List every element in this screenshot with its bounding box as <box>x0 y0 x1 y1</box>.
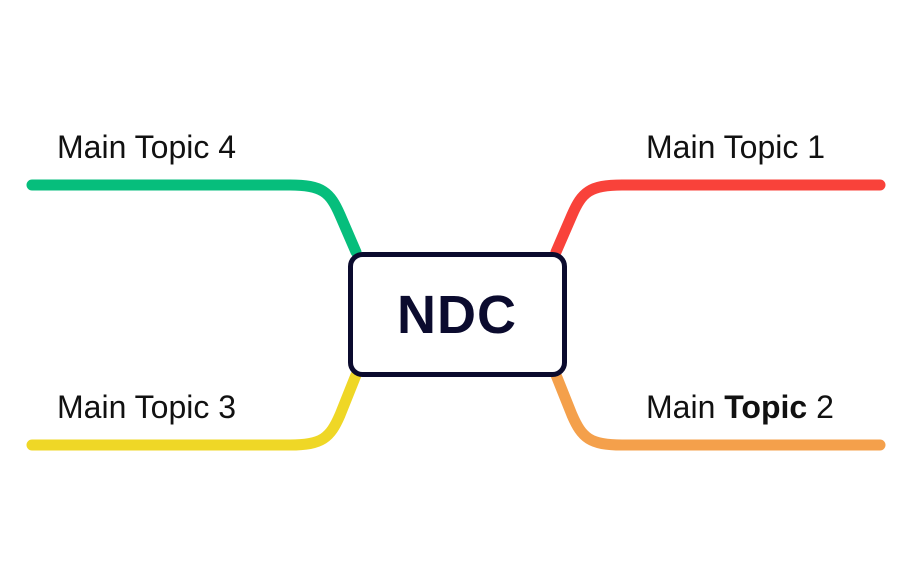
branch-label-topic-2-prefix: Main <box>646 389 725 425</box>
branch-label-topic-2-suffix: 2 <box>807 389 834 425</box>
branch-label-topic-2[interactable]: Main Topic 2 <box>646 391 834 423</box>
branch-line-topic-3[interactable] <box>26 369 362 451</box>
branch-line-topic-4[interactable] <box>26 179 362 258</box>
branch-label-topic-4[interactable]: Main Topic 4 <box>57 129 237 165</box>
branch-line-topic-1[interactable] <box>550 179 886 258</box>
center-node-label: NDC <box>397 285 517 345</box>
branch-line-topic-2[interactable] <box>550 369 886 451</box>
branch-label-topic-1[interactable]: Main Topic 1 <box>646 129 826 165</box>
center-node-box[interactable] <box>348 252 567 377</box>
branch-label-topic-2-bold: Topic <box>724 389 808 425</box>
branch-label-topic-3[interactable]: Main Topic 3 <box>57 389 237 425</box>
